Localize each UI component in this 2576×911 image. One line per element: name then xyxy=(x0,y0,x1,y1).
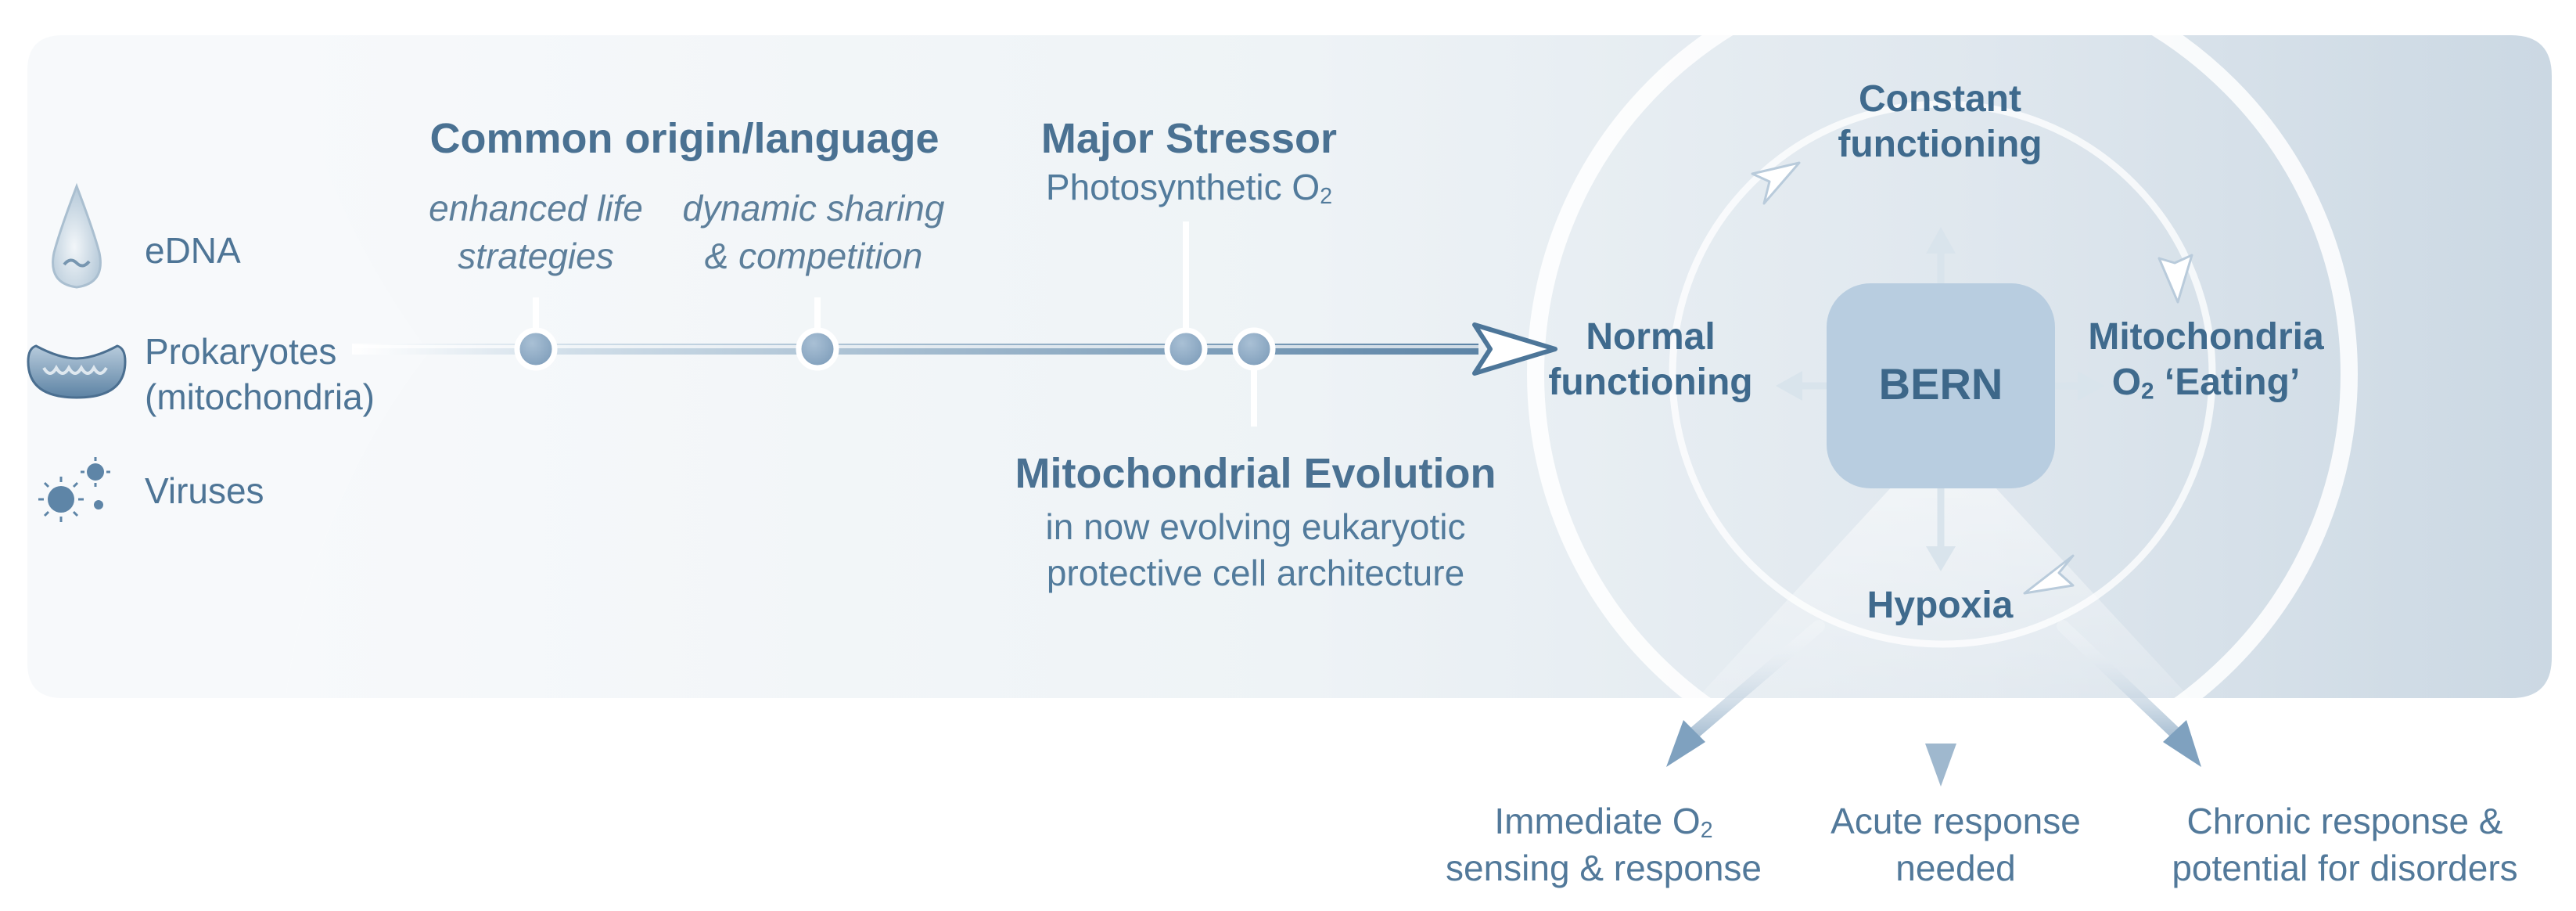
common-origin-left-note: enhanced life strategies xyxy=(429,188,643,276)
legend-band xyxy=(27,35,429,698)
stem xyxy=(1183,221,1189,347)
normal-functioning-label: Normal functioning xyxy=(1548,316,1753,403)
major-stressor-title: Major Stressor xyxy=(1040,115,1338,162)
virus-icon xyxy=(38,457,110,522)
timeline-arrowhead xyxy=(1472,322,1557,376)
outcome-arrows xyxy=(1666,620,2201,787)
stem xyxy=(533,297,539,344)
immediate-sensing-label: Immediate O2 sensing & response xyxy=(1445,801,1762,889)
common-origin-title: Common origin/language xyxy=(429,115,940,162)
water-drop-icon xyxy=(52,182,102,289)
legend-label-prokaryotes: Prokaryotes (mitochondria) xyxy=(145,331,375,418)
bern-box xyxy=(1827,283,2055,488)
major-stressor-subtitle: Photosynthetic O2 xyxy=(1045,167,1333,210)
acute-response-label: Acute response needed xyxy=(1831,801,2081,888)
cycle-arrows xyxy=(1751,161,2193,595)
mito-evolution-subtitle: in now evolving eukaryotic protective ce… xyxy=(1045,506,1466,593)
common-origin-right-note: dynamic sharing & competition xyxy=(682,188,945,276)
timeline-dot-2 xyxy=(796,327,839,371)
stem xyxy=(1251,352,1257,427)
legend-label-viruses: Viruses xyxy=(145,470,264,511)
hypoxia-label: Hypoxia xyxy=(1866,585,2014,626)
mitochondria-eating-label: Mitochondria O2 ‘Eating’ xyxy=(2088,316,2324,404)
stem xyxy=(814,297,821,344)
constant-functioning-label: Constant functioning xyxy=(1838,78,2042,165)
timeline-dot-3 xyxy=(1164,327,1208,371)
bern-label: BERN xyxy=(1878,359,2003,409)
legend-label-edna: eDNA xyxy=(145,230,241,271)
spokes xyxy=(1776,227,2104,571)
timeline-dot-4 xyxy=(1232,327,1276,371)
mito-evolution-title: Mitochondrial Evolution xyxy=(1015,450,1496,497)
timeline-dot-1 xyxy=(514,327,558,371)
mitochondrion-icon xyxy=(27,344,127,399)
chronic-response-label: Chronic response & potential for disorde… xyxy=(2172,801,2518,888)
